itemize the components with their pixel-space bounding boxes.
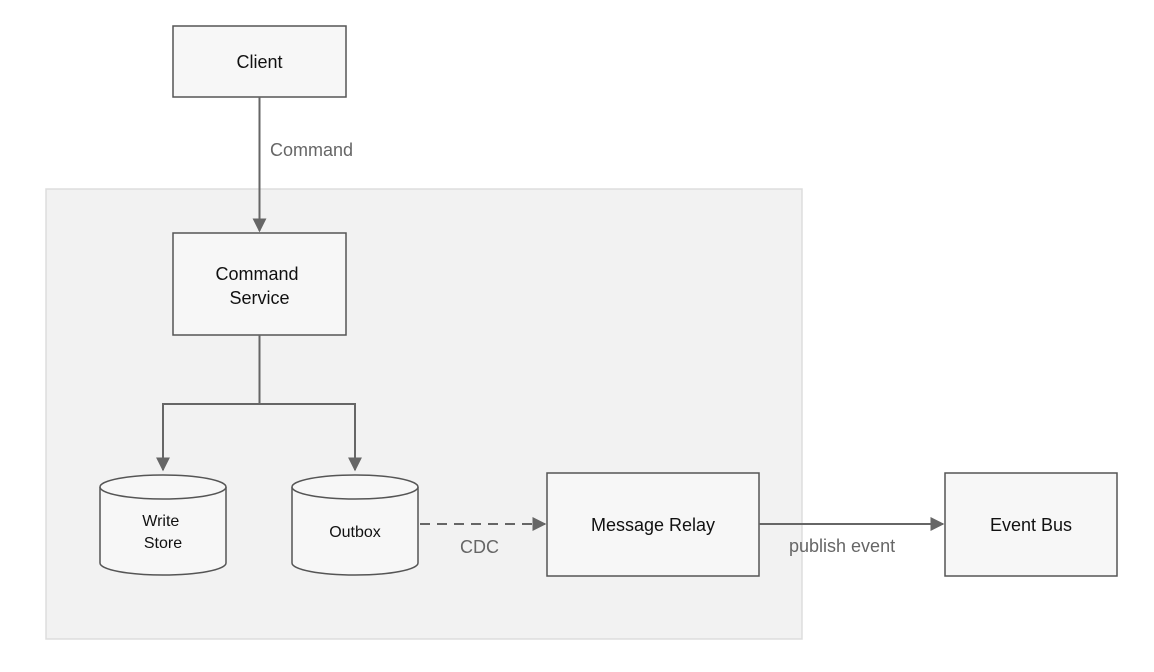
edge-cdc-label: CDC bbox=[460, 537, 499, 557]
command-service-label: Command Service bbox=[215, 264, 303, 308]
write-store-label-line1: Write bbox=[142, 513, 179, 530]
write-store-cylinder-top bbox=[99, 474, 227, 500]
write-store-database[interactable]: Write Store bbox=[99, 474, 227, 576]
message-relay-node[interactable]: Message Relay bbox=[546, 472, 760, 577]
write-store-label-line2: Store bbox=[144, 535, 182, 552]
command-service-node[interactable]: Command Service bbox=[172, 232, 347, 336]
outbox-cylinder-top bbox=[291, 474, 419, 500]
command-service-box bbox=[172, 232, 347, 336]
edge-outbox-to-relay: CDC bbox=[420, 517, 547, 557]
edge-command-label: Command bbox=[270, 140, 353, 160]
edge-relay-to-event-bus: publish event bbox=[759, 517, 945, 556]
outbox-database[interactable]: Outbox bbox=[291, 474, 419, 576]
write-store-cylinder-body bbox=[99, 487, 227, 576]
edge-client-to-command-service: Command bbox=[252, 97, 353, 233]
client-box bbox=[172, 25, 347, 98]
message-relay-label: Message Relay bbox=[591, 515, 715, 535]
edge-publish-event-label: publish event bbox=[789, 536, 895, 556]
write-store-label: Write Store bbox=[142, 513, 184, 552]
client-node[interactable]: Client bbox=[172, 25, 347, 98]
outbox-cylinder-body bbox=[291, 487, 419, 576]
event-bus-node[interactable]: Event Bus bbox=[944, 472, 1118, 577]
event-bus-label: Event Bus bbox=[990, 515, 1072, 535]
event-bus-box bbox=[944, 472, 1118, 577]
command-service-label-line2: Service bbox=[229, 288, 289, 308]
edge-command-service-fanout bbox=[156, 335, 362, 472]
command-service-label-line1: Command bbox=[215, 264, 298, 284]
message-relay-box bbox=[546, 472, 760, 577]
client-label: Client bbox=[236, 52, 282, 72]
outbox-label: Outbox bbox=[329, 524, 381, 541]
